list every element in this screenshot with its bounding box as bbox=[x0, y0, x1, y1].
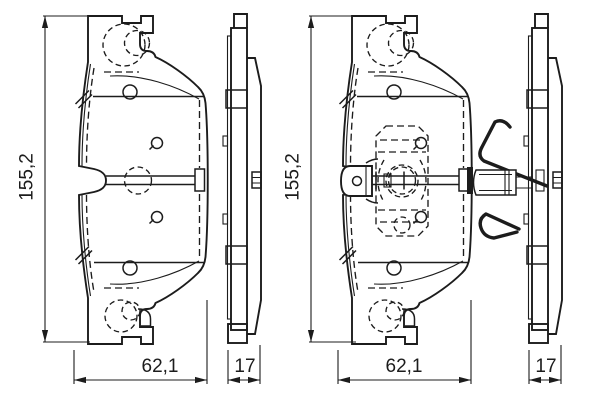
sensor-wire-clip-lower bbox=[478, 212, 521, 240]
sensor-connector-hole bbox=[351, 175, 363, 187]
dimension-arrow bbox=[459, 376, 471, 384]
inner-pad-front-view bbox=[338, 15, 473, 345]
outer-pad-thickness-dimension: 17 bbox=[227, 345, 261, 384]
outer-pad-width-dimension: 62,1 bbox=[73, 300, 208, 384]
sensor-hidden-circle bbox=[393, 216, 411, 234]
spring-bar-ticks bbox=[375, 171, 405, 190]
inner-pad-width-dimension: 62,1 bbox=[337, 300, 472, 384]
inner-pad-width-label: 62,1 bbox=[386, 356, 423, 377]
sensor-hidden-steps bbox=[378, 139, 426, 223]
dimension-arrow bbox=[307, 16, 315, 28]
outer-pad-side-geometry bbox=[222, 13, 262, 344]
sensor-housing-lines bbox=[479, 170, 512, 195]
inner-pad-thickness-dimension: 17 bbox=[528, 345, 562, 384]
dimension-arrow bbox=[529, 376, 541, 384]
extension-line bbox=[309, 15, 356, 343]
wear-sensor-front-parts bbox=[340, 125, 473, 237]
outer-pad-width-label: 62,1 bbox=[142, 356, 179, 377]
dimension-arrow bbox=[248, 376, 260, 384]
dimension-arrow bbox=[228, 376, 240, 384]
inner-pad-side-view bbox=[472, 13, 563, 344]
sensor-housing bbox=[472, 169, 517, 196]
sensor-hidden-circle bbox=[385, 164, 419, 198]
dimension-arrow bbox=[549, 376, 561, 384]
outer-pad-front-view bbox=[74, 15, 209, 345]
sensor-wire-clip-upper bbox=[478, 119, 549, 188]
dimension-arrow bbox=[41, 16, 49, 28]
sensor-pass-through bbox=[535, 169, 545, 192]
inner-pad-thickness-label: 17 bbox=[535, 356, 556, 377]
spring-bar-sleeve bbox=[383, 173, 392, 188]
outer-pad-thickness-label: 17 bbox=[234, 356, 255, 377]
extension-line bbox=[337, 300, 472, 384]
inner-pad-height-label: 155,2 bbox=[283, 153, 304, 201]
sensor-hidden-bracket bbox=[377, 159, 385, 203]
outer-pad-height-dimension: 155,2 bbox=[17, 15, 90, 343]
outer-pad-front-geometry bbox=[74, 15, 209, 345]
extension-line bbox=[227, 345, 261, 384]
sensor-connector bbox=[340, 165, 373, 197]
dimension-arrow bbox=[41, 330, 49, 342]
inner-pad-height-dimension: 155,2 bbox=[283, 15, 356, 343]
dimension-arrow bbox=[307, 330, 315, 342]
sensor-housing-stub bbox=[516, 176, 533, 189]
outer-pad-height-label: 155,2 bbox=[17, 153, 38, 201]
sensor-hidden-bracket bbox=[419, 159, 427, 203]
dimension-arrow bbox=[74, 376, 86, 384]
outer-pad-side-view bbox=[222, 13, 262, 344]
sensor-hidden-body bbox=[375, 125, 429, 237]
extension-line bbox=[528, 345, 562, 384]
dimension-arrow bbox=[195, 376, 207, 384]
dimension-arrow bbox=[338, 376, 350, 384]
wear-sensor-side-parts bbox=[472, 119, 549, 240]
sensor-contact-bar bbox=[467, 167, 473, 194]
extension-line bbox=[73, 300, 208, 384]
connector-flare bbox=[365, 158, 379, 204]
extension-line bbox=[43, 15, 90, 343]
